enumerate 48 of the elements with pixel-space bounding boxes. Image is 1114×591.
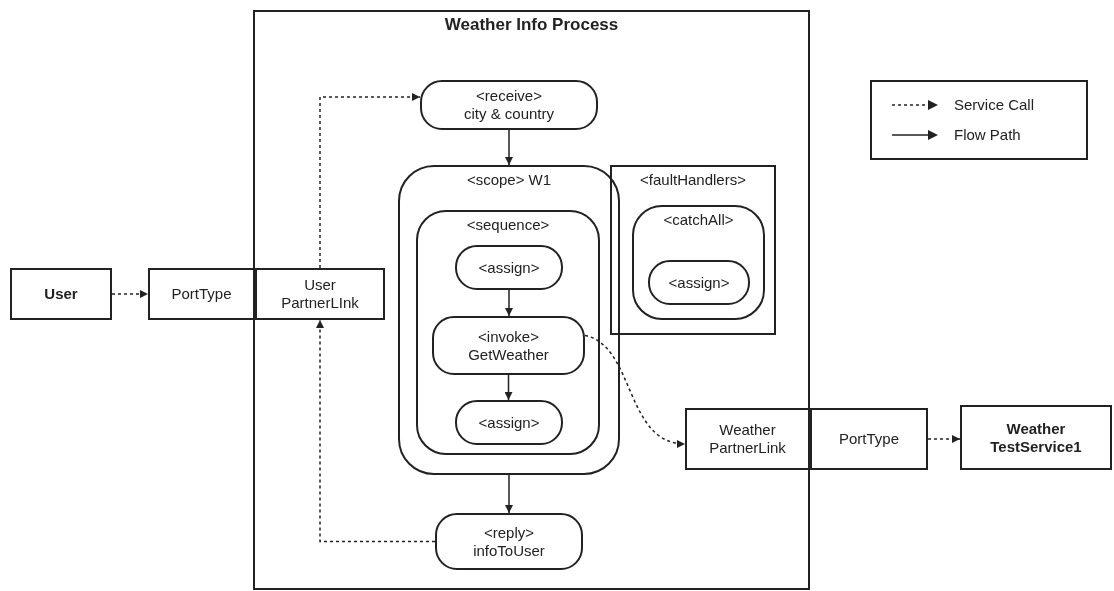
activity-box — [455, 400, 563, 445]
box-label: <assign> — [668, 273, 730, 292]
arrow — [505, 474, 513, 514]
box-heading: <sequence> — [466, 216, 550, 234]
partner-link-box — [685, 408, 810, 470]
box-heading: Weather Info Process — [444, 16, 619, 34]
box-label: User — [44, 285, 78, 303]
sequence-box — [416, 210, 600, 455]
activity-box — [648, 260, 750, 305]
arrow — [316, 319, 436, 543]
box-label: PortType — [839, 430, 899, 448]
scope-box — [398, 165, 620, 475]
arrow — [505, 289, 513, 317]
arrow — [111, 290, 149, 298]
arrow — [319, 93, 421, 269]
service-box — [960, 405, 1112, 470]
arrow — [504, 374, 513, 401]
port-box — [810, 408, 928, 470]
activity-box — [435, 513, 583, 570]
catch-box — [632, 205, 765, 320]
box-label: <reply> — [483, 523, 534, 542]
legend-label: Flow Path — [954, 125, 1021, 145]
fault-handlers-box — [610, 165, 776, 335]
partner-link-box — [255, 268, 385, 320]
activity-box — [455, 245, 563, 290]
box-label: Weather PartnerLink — [708, 421, 787, 457]
box-label: <invoke> — [478, 327, 539, 346]
activity-box — [432, 316, 585, 375]
box-label: city & country — [464, 105, 554, 123]
arrow — [505, 129, 513, 166]
box-heading: <scope> W1 — [466, 171, 552, 189]
box-heading: <catchAll> — [663, 211, 734, 229]
port-box — [148, 268, 255, 320]
box-label: PortType — [171, 285, 232, 303]
activity-box — [420, 80, 598, 130]
arrow — [927, 435, 961, 443]
arrow — [584, 334, 686, 447]
box-label: User PartnerLInk — [280, 276, 360, 312]
box-label: GetWeather — [468, 345, 549, 364]
actor-box — [10, 268, 112, 320]
process-frame — [253, 10, 810, 590]
box-label: <receive> — [476, 87, 542, 105]
box-heading: <faultHandlers> — [640, 171, 746, 189]
box-label: <assign> — [478, 258, 540, 277]
box-label: <assign> — [478, 413, 540, 432]
box-label: infoToUser — [473, 541, 545, 560]
legend-label: Service Call — [954, 94, 1035, 115]
box-label: Weather TestService1 — [989, 419, 1083, 456]
